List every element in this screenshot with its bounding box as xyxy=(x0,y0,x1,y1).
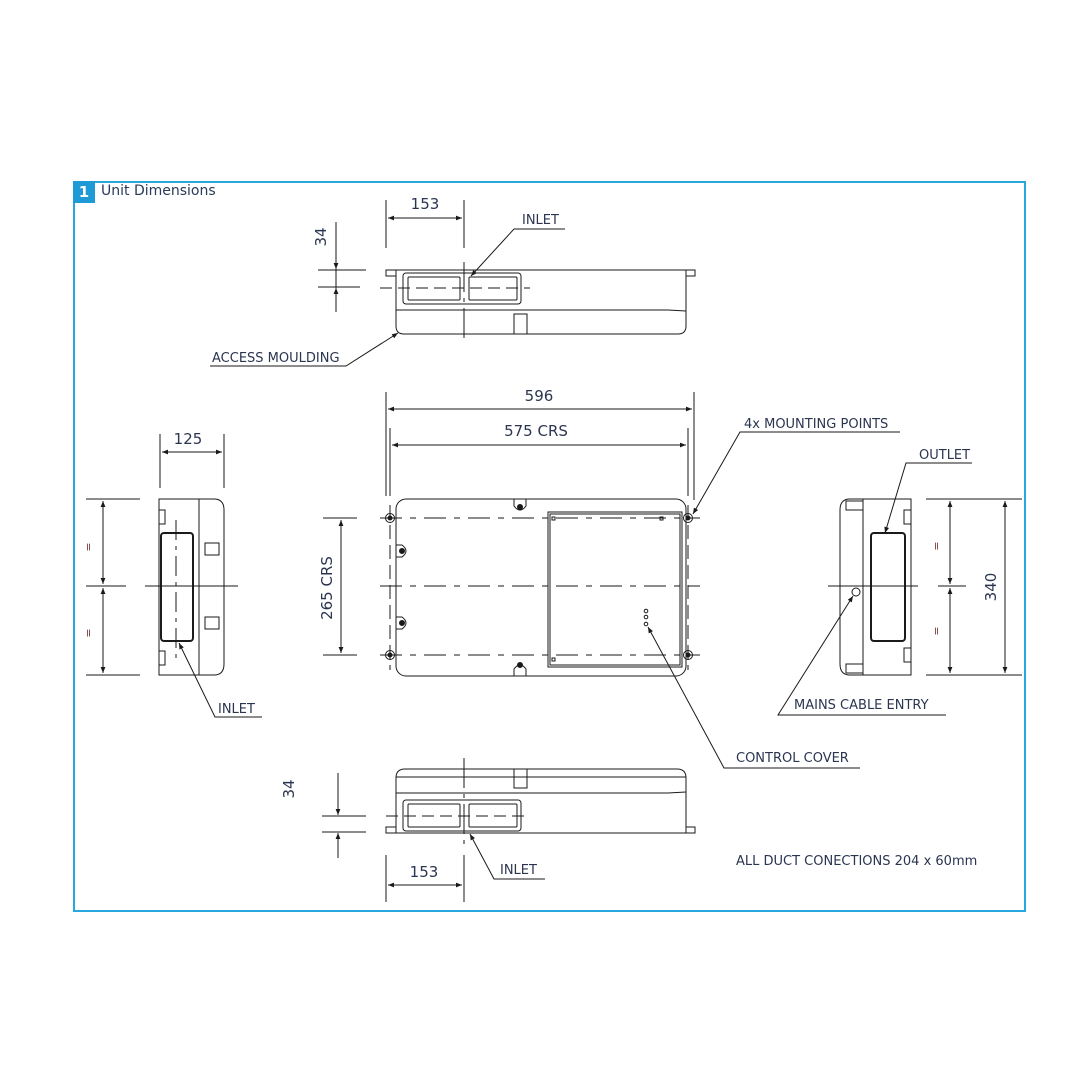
mains-cable-entry-label: MAINS CABLE ENTRY xyxy=(794,698,929,713)
bottom-inlet-label: INLET xyxy=(500,863,537,878)
mounting-points-label: 4x MOUNTING POINTS xyxy=(744,417,888,432)
bottom-view xyxy=(322,758,696,902)
overall-height-dimension: 340 xyxy=(982,573,1000,602)
duct-connections-note: ALL DUCT CONECTIONS 204 x 60mm xyxy=(736,854,977,869)
right-view xyxy=(777,462,1022,716)
panel-title: Unit Dimensions xyxy=(101,183,216,199)
left-equal-bottom: = xyxy=(82,628,95,637)
mounting-centres-dimension: 575 CRS xyxy=(504,422,568,440)
left-view xyxy=(86,434,262,718)
outlet-label: OUTLET xyxy=(919,448,970,463)
left-equal-top: = xyxy=(82,542,95,551)
top-inlet-label: INLET xyxy=(522,213,559,228)
depth-dimension: 125 xyxy=(174,430,203,448)
right-equal-top: = xyxy=(930,541,943,550)
top-height-dimension: 34 xyxy=(312,227,330,246)
vertical-centres-dimension: 265 CRS xyxy=(318,556,336,620)
control-cover-label: CONTROL COVER xyxy=(736,751,849,766)
left-inlet-label: INLET xyxy=(218,702,255,717)
bottom-width-dimension: 153 xyxy=(410,863,439,881)
unit-dimensions-panel xyxy=(73,181,1026,912)
overall-width-dimension: 596 xyxy=(525,387,554,405)
bottom-height-dimension: 34 xyxy=(280,779,298,798)
access-moulding-label: ACCESS MOULDING xyxy=(212,351,340,366)
front-view xyxy=(323,392,900,769)
top-width-dimension: 153 xyxy=(411,195,440,213)
top-view xyxy=(210,200,696,367)
right-equal-bottom: = xyxy=(930,626,943,635)
section-number-badge: 1 xyxy=(73,181,95,203)
